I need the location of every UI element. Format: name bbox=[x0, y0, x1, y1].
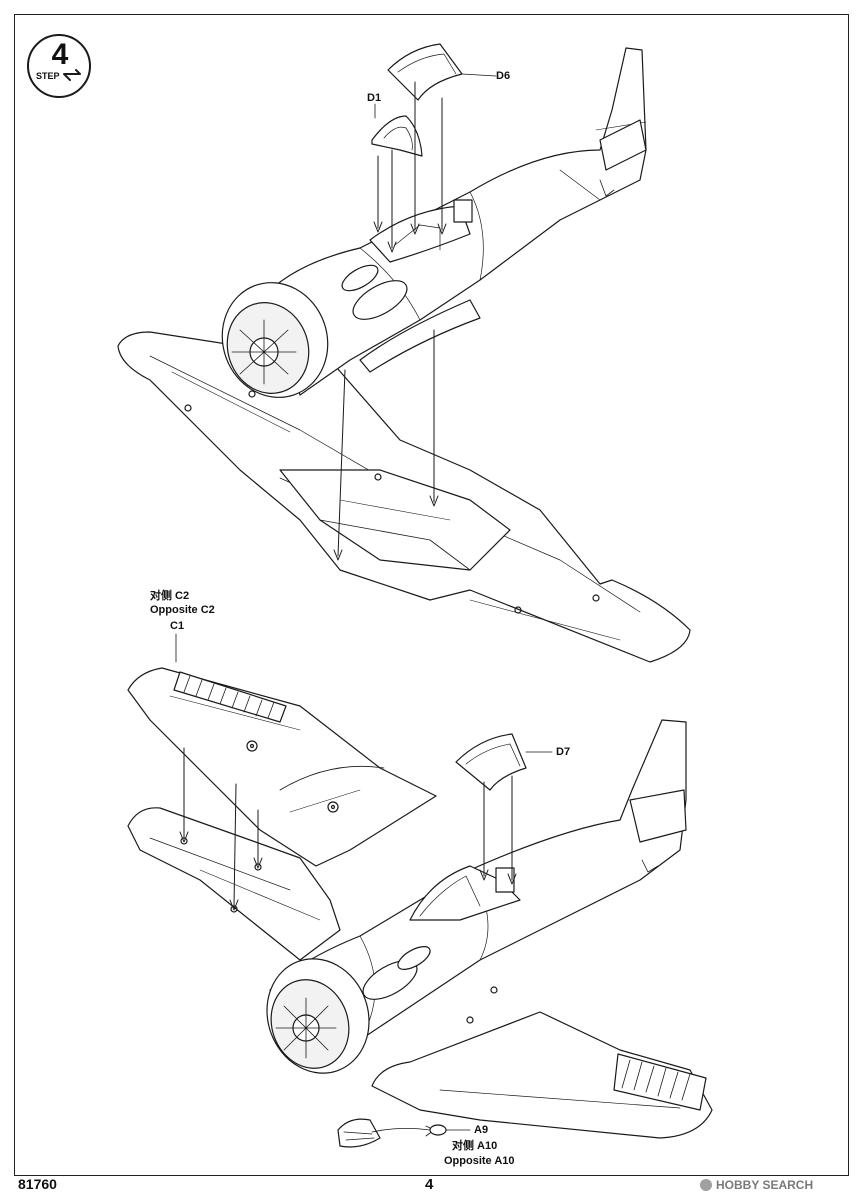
bottom-assembly bbox=[127, 719, 713, 1139]
page-number: 4 bbox=[425, 1176, 434, 1193]
label-d7: D7 bbox=[556, 746, 571, 758]
label-opposite-c2: Opposite C2 bbox=[150, 604, 215, 616]
label-a9: A9 bbox=[474, 1124, 489, 1136]
top-assembly-arrows bbox=[333, 81, 447, 561]
step-badge: 4 STEP bbox=[27, 34, 91, 98]
top-assembly bbox=[117, 47, 691, 663]
label-opposite-a10-cn: 对侧 A10 bbox=[452, 1140, 498, 1152]
label-opposite-a10: Opposite A10 bbox=[444, 1155, 515, 1167]
part-a9-detail bbox=[337, 1118, 471, 1148]
step-number: 4 bbox=[52, 38, 69, 71]
watermark-text: HOBBY SEARCH bbox=[716, 1178, 814, 1192]
canopy-d6 bbox=[387, 43, 497, 101]
watermark-logo-icon bbox=[700, 1179, 712, 1191]
bottom-assembly-arrows bbox=[179, 747, 517, 911]
label-d1: D1 bbox=[367, 92, 382, 104]
label-c1: C1 bbox=[170, 620, 185, 632]
page-frame bbox=[14, 14, 849, 1176]
label-opposite-c2-cn: 对侧 C2 bbox=[150, 590, 190, 602]
watermark: HOBBY SEARCH bbox=[700, 1178, 813, 1192]
kit-code: 81760 bbox=[18, 1176, 57, 1192]
upper-wing-c1 bbox=[127, 667, 437, 867]
canopy-d7 bbox=[455, 733, 553, 791]
windscreen-d1 bbox=[371, 103, 423, 157]
step-label: STEP bbox=[36, 71, 60, 81]
label-d6: D6 bbox=[496, 70, 511, 82]
